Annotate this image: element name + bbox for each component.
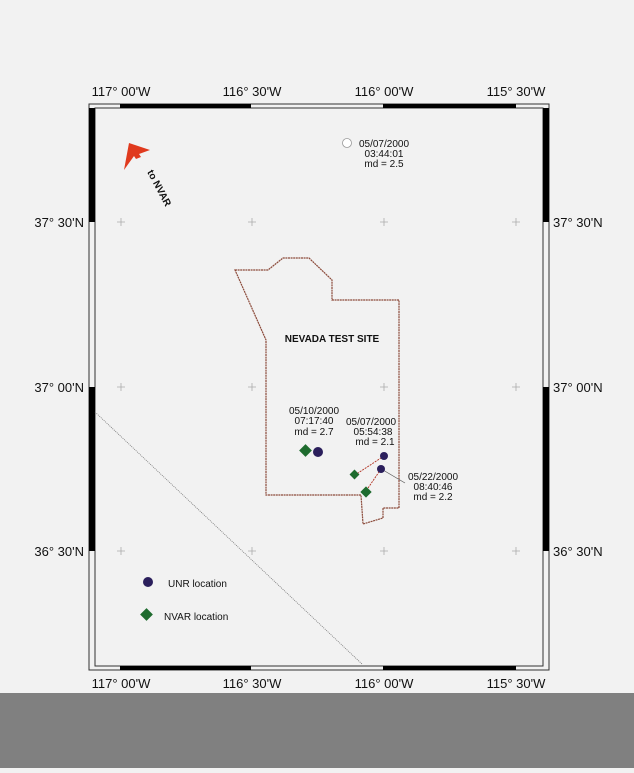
event-date: 05/10/2000	[289, 406, 339, 417]
location-connector	[365, 468, 382, 492]
bottom-axis-label: 116° 00'W	[355, 676, 414, 691]
left-axis-labels: 37° 30'N 37° 00'N 36° 30'N	[34, 215, 84, 559]
event-time: 07:17:40	[295, 416, 334, 427]
event-magnitude: md = 2.5	[364, 159, 404, 170]
event-magnitude: md = 2.1	[355, 437, 395, 448]
top-axis-labels: 117° 00'W 116° 30'W 116° 00'W 115° 30'W	[92, 84, 546, 99]
left-axis-label: 36° 30'N	[34, 544, 84, 559]
frame-ticks-left	[89, 108, 95, 551]
event-marker-open	[342, 138, 352, 148]
grid-crosses	[117, 218, 520, 555]
event-e3: 05/07/2000 05:54:38 md = 2.1	[346, 417, 396, 480]
event-e4: 05/22/2000 08:40:46 md = 2.2	[360, 465, 458, 503]
right-axis-labels: 37° 30'N 37° 00'N 36° 30'N	[553, 215, 603, 559]
legend-unr-label: UNR location	[168, 579, 227, 590]
nvar-marker	[360, 486, 372, 498]
top-axis-label: 116° 00'W	[355, 84, 414, 99]
top-axis-label: 117° 00'W	[92, 84, 151, 99]
legend-unr-icon	[143, 577, 153, 587]
unr-marker	[377, 465, 385, 473]
top-axis-label: 116° 30'W	[223, 84, 282, 99]
event-date: 05/07/2000	[359, 139, 409, 150]
bottom-axis-labels: 117° 00'W 116° 30'W 116° 00'W 115° 30'W	[92, 676, 546, 691]
frame-ticks-right	[543, 108, 549, 551]
unr-marker	[313, 447, 323, 457]
bottom-band	[0, 693, 634, 768]
event-e2: 05/10/2000 07:17:40 md = 2.7	[289, 406, 339, 457]
right-axis-label: 37° 00'N	[553, 380, 603, 395]
event-magnitude: md = 2.7	[294, 427, 334, 438]
location-connector	[354, 455, 385, 476]
frame-ticks-top	[120, 104, 516, 108]
right-axis-label: 37° 30'N	[553, 215, 603, 230]
nvar-marker	[349, 469, 360, 480]
nvar-marker	[299, 444, 312, 457]
arrow-icon	[124, 143, 150, 170]
left-axis-label: 37° 00'N	[34, 380, 84, 395]
region-label: NEVADA TEST SITE	[285, 334, 380, 345]
event-date: 05/07/2000	[346, 417, 396, 428]
unr-marker	[380, 452, 388, 460]
event-date: 05/22/2000	[408, 472, 458, 483]
left-axis-label: 37° 30'N	[34, 215, 84, 230]
frame-ticks-bottom	[120, 666, 516, 670]
event-time: 03:44:01	[365, 149, 404, 160]
label-leader	[382, 469, 406, 484]
event-time: 05:54:38	[354, 427, 393, 438]
legend-nvar-label: NVAR location	[164, 612, 228, 623]
bottom-axis-label: 117° 00'W	[92, 676, 151, 691]
test-site-boundary	[234, 257, 400, 525]
bottom-axis-label: 115° 30'W	[487, 676, 546, 691]
event-magnitude: md = 2.2	[413, 492, 453, 503]
map-inner-frame	[94, 107, 544, 667]
right-axis-label: 36° 30'N	[553, 544, 603, 559]
bottom-axis-label: 116° 30'W	[223, 676, 282, 691]
event-e1: 05/07/2000 03:44:01 md = 2.5	[342, 138, 409, 170]
top-axis-label: 115° 30'W	[487, 84, 546, 99]
event-time: 08:40:46	[414, 482, 453, 493]
